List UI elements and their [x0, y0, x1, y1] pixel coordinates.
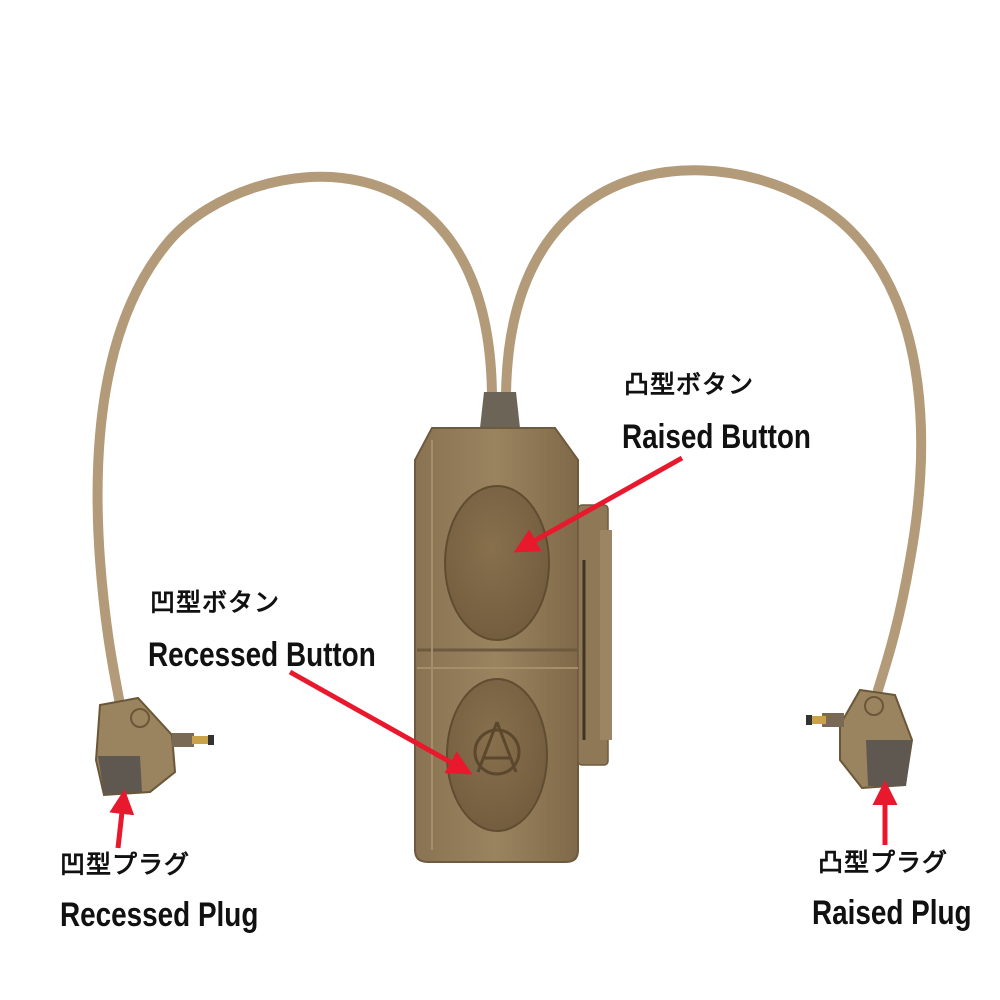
- recessed-button: [446, 678, 548, 832]
- left-cable: [92, 171, 497, 710]
- brand-logo-icon: [473, 721, 521, 776]
- recessed-plug-label-en: Recessed Plug: [60, 896, 259, 934]
- recessed-plug-label-jp: 凹型プラグ: [60, 850, 191, 879]
- raised-plug-label-jp: 凸型プラグ: [818, 848, 949, 877]
- recessed-plug: [94, 696, 214, 797]
- recessed-plug-arrow: [109, 789, 135, 849]
- raised-button-label-en: Raised Button: [622, 418, 811, 456]
- raised-button: [444, 485, 550, 641]
- raised-plug: [806, 688, 914, 790]
- recessed-button-arrow: [288, 669, 473, 775]
- raised-plug-label-en: Raised Plug: [812, 894, 972, 932]
- recessed-button-label-en: Recessed Button: [148, 636, 376, 674]
- raised-button-label-jp: 凸型ボタン: [624, 370, 755, 399]
- recessed-button-label-jp: 凹型ボタン: [150, 588, 281, 617]
- right-cable: [501, 165, 927, 695]
- raised-button-arrow: [513, 455, 684, 553]
- cable-strain-relief: [480, 392, 520, 428]
